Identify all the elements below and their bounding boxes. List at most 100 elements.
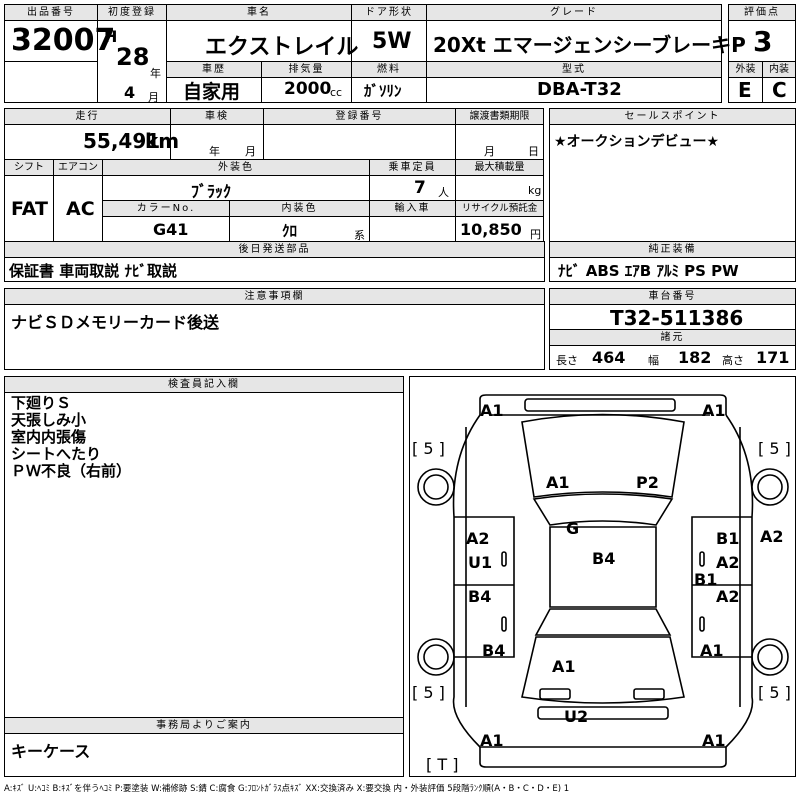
capacity-unit: 人 xyxy=(438,186,449,199)
recycle-cell: リサイクル預託金 10,850 円 xyxy=(455,200,544,242)
first-registration-label: 初度登録 xyxy=(98,5,166,21)
inspector-line: 室内内張傷 xyxy=(11,428,87,446)
door-label: ドア形状 xyxy=(352,5,426,21)
inspector-line: 天張しみ小 xyxy=(11,411,87,429)
notes-label: 注意事項欄 xyxy=(5,289,544,305)
damage-mark: A2 xyxy=(760,527,784,546)
capacity: 7 xyxy=(414,178,426,198)
history-cell: 車歴 自家用 xyxy=(166,61,262,103)
lot-number-cell: 出品番号 32007 xyxy=(4,4,115,62)
grade-cell: グレード 20Xt エマージェンシーブレーキP xyxy=(426,4,746,62)
ac: AC xyxy=(66,198,95,220)
ext-grade-cell: 外装 E xyxy=(728,61,763,103)
transfer-day-unit: 日 xyxy=(528,145,539,158)
shift-cell: シフト FAT xyxy=(4,159,54,242)
sales-point-label: セールスポイント xyxy=(550,109,795,125)
damage-mark: A2 xyxy=(716,553,740,572)
capacity-label: 乗車定員 xyxy=(370,160,455,176)
office-text: キーケース xyxy=(11,742,91,761)
height: 171 xyxy=(756,348,790,367)
import-cell: 輸入車 xyxy=(369,200,456,242)
mileage-cell: 走行 55,491 km xyxy=(4,108,179,160)
history: 自家用 xyxy=(183,81,241,103)
damage-mark: A1 xyxy=(700,641,724,660)
specs-cell: 諸元 長さ 464 幅 182 高さ 171 xyxy=(549,329,796,370)
displacement: 2000 xyxy=(284,79,332,99)
capacity-cell: 乗車定員 7 人 xyxy=(369,159,456,201)
lot-blank-cell xyxy=(4,61,98,103)
ext-grade-label: 外装 xyxy=(729,62,762,78)
score-label: 評価点 xyxy=(729,5,795,21)
inspector-label: 検査員記入欄 xyxy=(5,377,403,393)
damage-mark: B4 xyxy=(482,641,506,660)
damage-mark: A1 xyxy=(546,473,570,492)
max-load-unit: kg xyxy=(528,184,542,197)
damage-mark: A2 xyxy=(466,529,490,548)
width: 182 xyxy=(678,348,712,367)
shift: FAT xyxy=(11,198,48,220)
chassis-number: T32-511386 xyxy=(610,306,744,330)
damage-mark: A1 xyxy=(480,731,504,750)
first-registration-cell: 初度登録 H 28 年 4 月 xyxy=(97,4,167,104)
car-outline xyxy=(417,394,789,768)
year-unit: 年 xyxy=(150,67,161,80)
specs-label: 諸元 xyxy=(550,330,795,346)
length: 464 xyxy=(592,348,626,367)
damage-mark: B1 xyxy=(694,570,718,589)
length-label: 長さ xyxy=(556,354,578,367)
damage-mark: A1 xyxy=(480,401,504,420)
later-parts-label: 後日発送部品 xyxy=(5,242,544,258)
mileage: 55,491 xyxy=(83,129,161,153)
displacement-label: 排気量 xyxy=(262,62,351,78)
inspection-cell: 車検 年 月 xyxy=(170,108,264,160)
inspector-line: シートへたり xyxy=(11,445,102,463)
int-color-cell: 内装色 ｸﾛ 系 xyxy=(229,200,370,242)
model-label: 型式 xyxy=(427,62,721,78)
int-grade-label: 内装 xyxy=(763,62,795,78)
ext-grade: E xyxy=(738,78,752,102)
lot-number-label: 出品番号 xyxy=(5,5,97,21)
damage-mark: U1 xyxy=(468,553,493,572)
damage-mark: A1 xyxy=(702,401,726,420)
notes: ナビＳＤメモリーカード後送 xyxy=(11,313,220,332)
grade-label: グレード xyxy=(427,5,721,21)
car-name-label: 車名 xyxy=(167,5,351,21)
color-no: G41 xyxy=(153,220,189,239)
color-no-cell: カラーNo. G41 xyxy=(102,200,230,242)
damage-mark: P2 xyxy=(636,473,659,492)
fuel-label: 燃料 xyxy=(352,62,426,78)
score: 3 xyxy=(753,25,773,58)
chassis-label: 車台番号 xyxy=(550,289,795,305)
int-color-unit: 系 xyxy=(354,229,365,242)
registration-no-cell: 登録番号 xyxy=(263,108,456,160)
shift-label: シフト xyxy=(5,160,53,176)
ac-cell: エアコン AC xyxy=(53,159,103,242)
equipment: ﾅﾋﾞ ABS ｴｱB ｱﾙﾐ PS PW xyxy=(558,262,739,280)
car-name: エクストレイル xyxy=(205,35,359,60)
import-label: 輸入車 xyxy=(370,201,455,217)
damage-mark: A1 xyxy=(702,731,726,750)
displacement-unit: cc xyxy=(330,86,343,99)
inspection-label: 車検 xyxy=(171,109,263,125)
int-color: ｸﾛ xyxy=(282,222,298,240)
damage-mark: G xyxy=(566,519,580,538)
car-name-cell: 車名 エクストレイル xyxy=(166,4,358,62)
int-grade: C xyxy=(772,78,787,102)
tire-bracket-fr: [ 5 ] xyxy=(758,439,791,458)
tire-bracket-rr: [ 5 ] xyxy=(758,683,791,702)
displacement-cell: 排気量 2000 cc xyxy=(261,61,352,103)
inspection-month-unit: 月 xyxy=(245,145,256,158)
equipment-cell: 純正装備 ﾅﾋﾞ ABS ｴｱB ｱﾙﾐ PS PW xyxy=(549,241,796,282)
damage-mark: U2 xyxy=(564,707,589,726)
tire-bracket-fl: [ 5 ] xyxy=(412,439,445,458)
inspector-line: 下廻りＳ xyxy=(11,394,72,412)
damage-mark: B4 xyxy=(468,587,492,606)
notes-cell: 注意事項欄 ナビＳＤメモリーカード後送 xyxy=(4,288,545,370)
model-code: DBA-T32 xyxy=(537,79,622,100)
damage-mark: A1 xyxy=(552,657,576,676)
max-load-label: 最大積載量 xyxy=(456,160,543,176)
model-cell: 型式 DBA-T32 xyxy=(426,61,722,103)
damage-mark: B1 xyxy=(716,529,740,548)
office-cell: 事務局よりご案内 キーケース xyxy=(4,717,404,777)
reg-month: 4 xyxy=(124,83,136,102)
